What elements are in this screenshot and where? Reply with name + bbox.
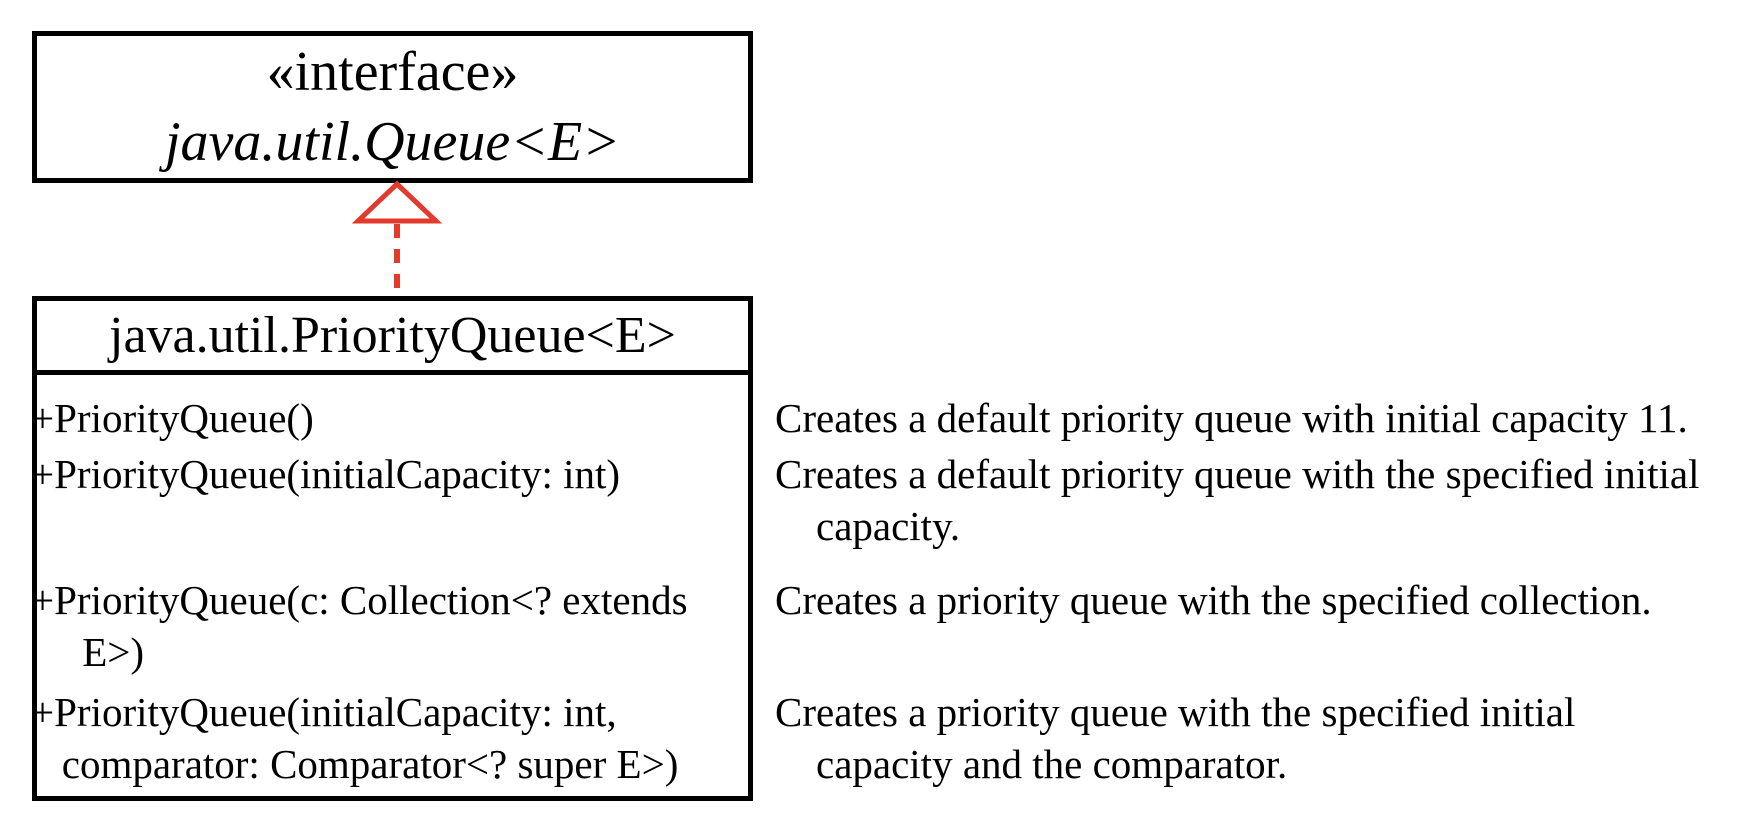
hollow-triangle-head	[351, 180, 443, 224]
constructor-signature-line: +PriorityQueue(c: Collection<? extends	[31, 577, 688, 623]
class-title: java.util.PriorityQueue<E>	[109, 307, 676, 364]
constructor-description-line: Creates a priority queue with the specif…	[775, 577, 1652, 623]
constructor-signature: +PriorityQueue(initialCapacity: int)	[31, 448, 620, 500]
constructor-description-line: Creates a default priority queue with in…	[775, 395, 1688, 441]
constructor-signature: +PriorityQueue()	[31, 392, 314, 444]
stereotype-label: «interface»	[266, 41, 519, 103]
class-box: java.util.PriorityQueue<E>	[32, 296, 753, 801]
constructor-signature: +PriorityQueue(initialCapacity: int, com…	[31, 686, 678, 790]
constructor-description: Creates a priority queue with the specif…	[775, 574, 1652, 626]
constructor-description: Creates a priority queue with the specif…	[775, 686, 1575, 790]
constructor-description-line: Creates a priority queue with the specif…	[775, 689, 1576, 735]
constructor-signature: +PriorityQueue(c: Collection<? extends E…	[31, 574, 688, 678]
class-title-section: java.util.PriorityQueue<E>	[37, 301, 748, 375]
constructor-signature-line: +PriorityQueue()	[31, 395, 314, 441]
constructor-signature-line: comparator: Comparator<? super E>)	[31, 741, 679, 787]
constructor-description-line: Creates a default priority queue with th…	[775, 451, 1700, 497]
constructor-signature-line: +PriorityQueue(initialCapacity: int,	[31, 689, 617, 735]
constructor-description-line: capacity and the comparator.	[775, 741, 1288, 787]
constructor-signature-line: E>)	[31, 629, 145, 675]
constructor-signature-line: +PriorityQueue(initialCapacity: int)	[31, 451, 621, 497]
constructor-description-line: capacity.	[775, 503, 961, 549]
interface-name: java.util.Queue<E>	[164, 111, 621, 173]
constructor-description: Creates a default priority queue with th…	[775, 448, 1699, 552]
interface-box: «interface» java.util.Queue<E>	[32, 31, 753, 183]
constructor-description: Creates a default priority queue with in…	[775, 392, 1688, 444]
realization-arrow-icon	[351, 180, 443, 300]
